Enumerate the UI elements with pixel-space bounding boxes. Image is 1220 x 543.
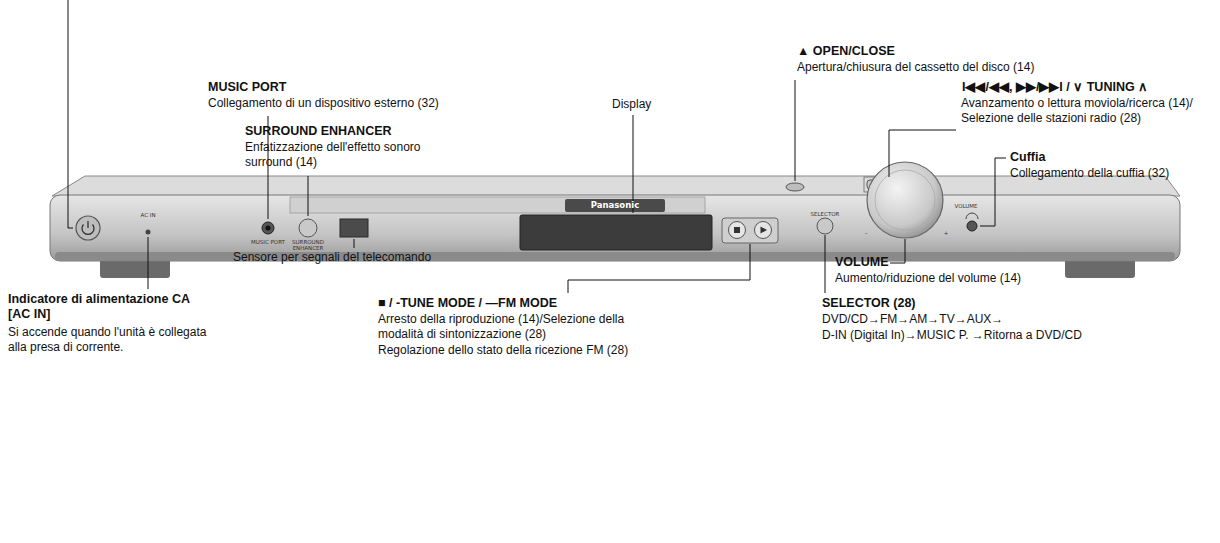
- unit-body: [50, 176, 1180, 278]
- callout-text: Regolazione dello stato della ricezione …: [378, 343, 628, 358]
- stop-symbol: [734, 227, 740, 233]
- callout-text: Enfatizzazione dell'effetto sonoro surro…: [245, 140, 423, 170]
- controls: [76, 162, 978, 243]
- callout-text: Sensore per segnali del telecomando: [233, 250, 431, 265]
- headphone-jack: [967, 221, 977, 231]
- leader-line: [68, 0, 73, 228]
- callout-text: Arresto della riproduzione (14)/Selezion…: [378, 312, 650, 342]
- callout-text: Collegamento di un dispositivo esterno (…: [208, 96, 439, 111]
- leader-line: [889, 130, 956, 177]
- headphone-symbol: [966, 213, 978, 219]
- leader-line: [825, 235, 826, 293]
- leader-line: [568, 244, 750, 293]
- panel-marking: SELECTOR: [811, 211, 840, 217]
- callout-title: ■ / -TUNE MODE / —FM MODE: [378, 296, 557, 311]
- callout-title: I◀◀/◀◀, ▶▶/▶▶I / ∨ TUNING ∧: [962, 80, 1148, 95]
- callout-text: D-IN (Digital In)→MUSIC P. →Ritorna a DV…: [822, 328, 1082, 343]
- leader-line: [148, 237, 149, 289]
- callout-title: VOLUME: [835, 255, 888, 270]
- callout-text: DVD/CD→FM→AM→TV→AUX→: [822, 312, 1003, 327]
- leader-line: [795, 80, 796, 181]
- panel-marking: –: [865, 230, 868, 236]
- play-button: [755, 222, 772, 239]
- callout-text: Apertura/chiusura del cassetto del disco…: [797, 60, 1034, 75]
- callout-text: Collegamento della cuffia (32): [1010, 166, 1169, 181]
- callout-title: MUSIC PORT: [208, 80, 286, 95]
- bottom-bevel: [55, 252, 1175, 260]
- callout-title: Cuffia: [1010, 150, 1045, 165]
- callout-text: Display: [612, 97, 651, 112]
- callout-title: Indicatore di alimentazione CA [AC IN]: [8, 292, 208, 322]
- callout-title: ▲ OPEN/CLOSE: [797, 44, 895, 59]
- leader-line: [308, 176, 309, 216]
- panel-marking: AC IN: [141, 212, 156, 218]
- callout-text: Si accende quando l'unità è collegata al…: [8, 325, 213, 355]
- panel-marking: VOLUME: [954, 203, 977, 209]
- jack-hole: [266, 226, 271, 231]
- stop-button: [729, 222, 746, 239]
- open-close-button: [786, 183, 804, 191]
- leader-line: [980, 158, 1006, 226]
- callout-text: Avanzamento o lettura moviola/ricerca (1…: [961, 96, 1216, 126]
- panel-marking: MUSIC PORT: [251, 239, 285, 245]
- callout-text: Aumento/riduzione del volume (14): [835, 271, 1021, 286]
- disc-tray: [290, 197, 705, 213]
- panel-marking: +: [944, 230, 949, 236]
- callout-title: SURROUND ENHANCER: [245, 124, 392, 139]
- remote-sensor: [340, 219, 368, 237]
- display-window: [520, 215, 712, 250]
- power-symbol: [82, 221, 94, 234]
- logo-badge: [565, 199, 665, 212]
- leader-line: [354, 239, 355, 248]
- knob-ring: [875, 170, 935, 230]
- music-port-jack: [262, 222, 274, 234]
- power-button: [76, 216, 100, 240]
- selector-button: [817, 218, 833, 234]
- leader-line: [890, 239, 905, 263]
- panel-marking: SURROUND ENHANCER: [288, 239, 328, 251]
- surround-button: [299, 219, 317, 237]
- button-panel: [722, 218, 778, 243]
- volume-knob: [867, 162, 943, 238]
- brand-logo: Panasonic: [591, 199, 639, 212]
- front-panel: [50, 195, 1180, 261]
- leader-lines: [68, 0, 1006, 293]
- leader-line: [633, 115, 634, 213]
- ac-in-led: [146, 230, 151, 235]
- play-symbol: [761, 227, 768, 234]
- callout-title: SELECTOR (28): [822, 296, 916, 311]
